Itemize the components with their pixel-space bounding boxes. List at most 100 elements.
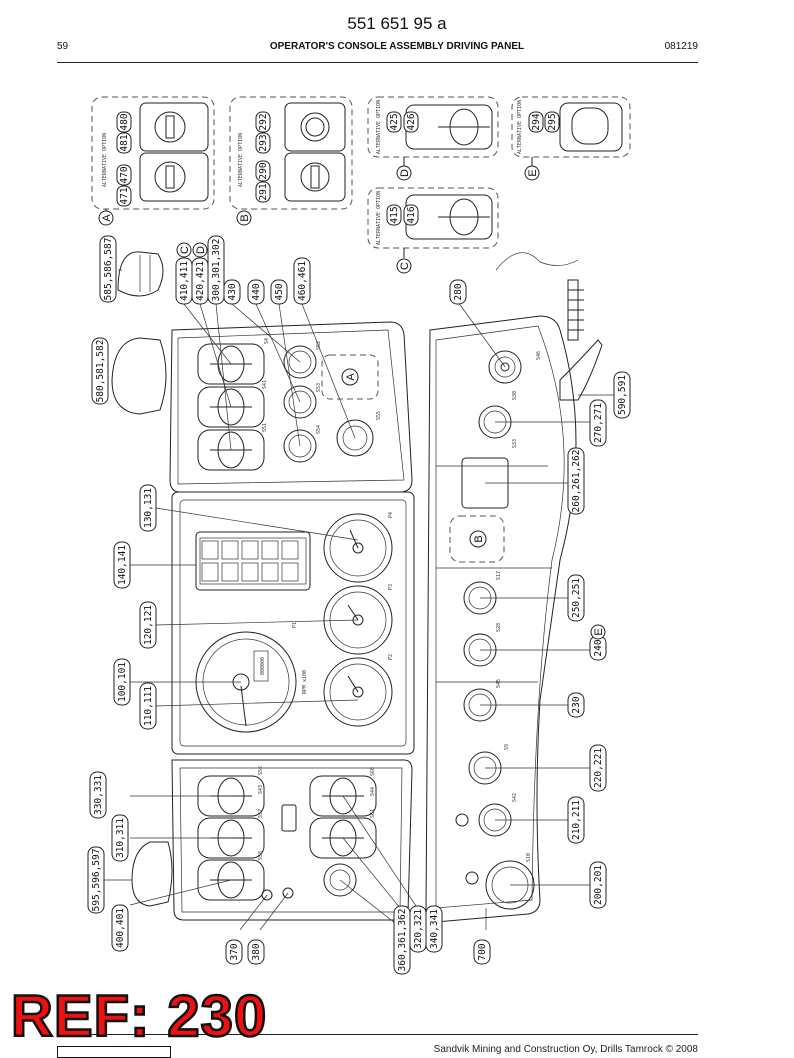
- alt-a-part-2: 470: [119, 166, 130, 183]
- control-panel-lower: [171, 759, 413, 921]
- callout-220: 220,221: [593, 748, 604, 788]
- svg-text:A: A: [345, 373, 357, 381]
- callout-380: 380: [251, 943, 262, 960]
- alt-c-part-1: 416: [406, 206, 417, 223]
- svg-text:S9: S9: [504, 744, 510, 750]
- alt-b-label: ALTERNATIVE OPTION: [238, 133, 244, 187]
- svg-text:S45: S45: [496, 679, 502, 688]
- alternative-box-b: 292 293 290 291 ALTERNATIVE OPTION B: [229, 96, 353, 226]
- alt-a-label: ALTERNATIVE OPTION: [102, 133, 108, 187]
- callout-360: 360,361,362: [397, 909, 408, 972]
- svg-text:S42: S42: [512, 793, 518, 802]
- leader-lines: [104, 269, 622, 931]
- alternative-box-a: 480 481 470 471 ALTERNATIVE OPTION A: [91, 96, 215, 226]
- callout-110: 110,111: [143, 686, 154, 726]
- alt-e-label: ALTERNATIVE OPTION: [517, 100, 523, 154]
- svg-text:P4: P4: [388, 512, 394, 518]
- part-number: 551 651 95 a: [347, 14, 447, 33]
- svg-text:S4: S4: [264, 338, 270, 344]
- alt-e-letter: E: [527, 169, 539, 176]
- panel-marker-a: A: [341, 368, 359, 386]
- svg-text:S41: S41: [262, 380, 268, 389]
- alt-d-letter: D: [399, 169, 411, 177]
- callout-320: 320,321: [413, 909, 424, 949]
- alt-a-part-1: 481: [119, 134, 130, 151]
- callout-140: 140,141: [117, 545, 128, 585]
- callout-440: 440: [251, 283, 262, 300]
- svg-text:P1: P1: [292, 622, 298, 628]
- knob-580: [111, 337, 167, 415]
- svg-text:S53: S53: [316, 383, 322, 392]
- control-panel-upper: [169, 321, 413, 493]
- svg-text:S51: S51: [262, 423, 268, 432]
- alt-b-part-0: 292: [258, 113, 269, 130]
- date-code: 081219: [664, 41, 698, 52]
- callout-130: 130,131: [143, 488, 154, 528]
- svg-text:S52: S52: [316, 341, 322, 350]
- alternative-box-d: 425 426 ALTERNATIVE OPTION D: [367, 96, 499, 181]
- panel-codes: S4 S41 S51 S52 S53 S54 S55 S56 S57 S58 S…: [258, 338, 542, 862]
- callout-210: 210,211: [571, 800, 582, 840]
- callout-370: 370: [229, 943, 240, 960]
- callout-tags: 585,586,587 410,411 C 420,421 D 300,301,…: [87, 235, 631, 975]
- svg-text:S33: S33: [512, 439, 518, 448]
- callout-420: 420,421: [195, 261, 206, 301]
- callout-340: 340,341: [429, 909, 440, 949]
- footer-rule: [57, 1034, 698, 1035]
- odometer-text: 000000: [260, 657, 266, 675]
- callout-200: 200,201: [593, 865, 604, 905]
- alt-c-label: ALTERNATIVE OPTION: [376, 191, 382, 245]
- knob-595: [131, 841, 173, 907]
- svg-text:S44: S44: [370, 787, 376, 796]
- svg-text:P2: P2: [388, 654, 394, 660]
- alt-b-part-2: 290: [258, 162, 269, 179]
- callout-120: 120,121: [143, 605, 154, 645]
- alt-a-part-3: 471: [119, 187, 130, 204]
- callout-700: 700: [477, 943, 488, 960]
- callout-240-letter: E: [593, 628, 605, 635]
- knob-585: [117, 251, 164, 297]
- alt-d-part-1: 426: [406, 113, 417, 130]
- callout-580: 580,581,582: [95, 340, 106, 403]
- callout-280: 280: [453, 283, 464, 300]
- svg-text:S55: S55: [376, 411, 382, 420]
- callout-260: 260,261,262: [571, 450, 582, 513]
- callout-410-letter: C: [179, 246, 191, 254]
- footer-copyright: Sandvik Mining and Construction Oy, Dril…: [433, 1044, 698, 1055]
- page-number: 59: [57, 41, 69, 52]
- alt-a-part-0: 480: [119, 113, 130, 130]
- alt-b-part-1: 293: [258, 134, 269, 151]
- alt-e-part-1: 295: [547, 113, 558, 130]
- reference-stamp: REF: 230: [10, 984, 268, 1049]
- alternative-box-e: 294 295 ALTERNATIVE OPTION E: [511, 96, 631, 181]
- svg-text:S17: S17: [496, 571, 502, 580]
- right-panel: [425, 315, 577, 923]
- callout-300: 300,301,302: [211, 239, 222, 302]
- callout-250: 250,251: [571, 578, 582, 618]
- callout-270: 270,271: [593, 403, 604, 443]
- svg-text:S46: S46: [536, 351, 542, 360]
- callout-595: 595,596,597: [91, 849, 102, 912]
- svg-text:S43: S43: [258, 785, 264, 794]
- callout-450: 450: [274, 283, 285, 300]
- pedal-590: [495, 252, 603, 401]
- svg-text:S57: S57: [258, 809, 264, 818]
- callout-430: 430: [227, 283, 238, 300]
- svg-text:S56: S56: [258, 766, 264, 775]
- alt-a-letter: A: [101, 214, 113, 222]
- svg-text:S61: S61: [370, 809, 376, 818]
- alt-e-part-0: 294: [531, 113, 542, 130]
- callout-400: 400,401: [115, 908, 126, 948]
- header-rule: [57, 62, 698, 63]
- callout-460: 460,461: [297, 261, 308, 301]
- alternative-box-c: 415 416 ALTERNATIVE OPTION C: [367, 187, 499, 274]
- svg-text:S60: S60: [370, 767, 376, 776]
- alt-b-part-3: 291: [258, 183, 269, 200]
- panel-marker-b: B: [469, 530, 487, 548]
- callout-585: 585,586,587: [103, 238, 114, 301]
- alt-c-letter: C: [399, 262, 411, 270]
- page-title: OPERATOR'S CONSOLE ASSEMBLY DRIVING PANE…: [269, 41, 525, 52]
- callout-310: 310,311: [115, 818, 126, 858]
- alt-d-part-0: 425: [389, 113, 400, 130]
